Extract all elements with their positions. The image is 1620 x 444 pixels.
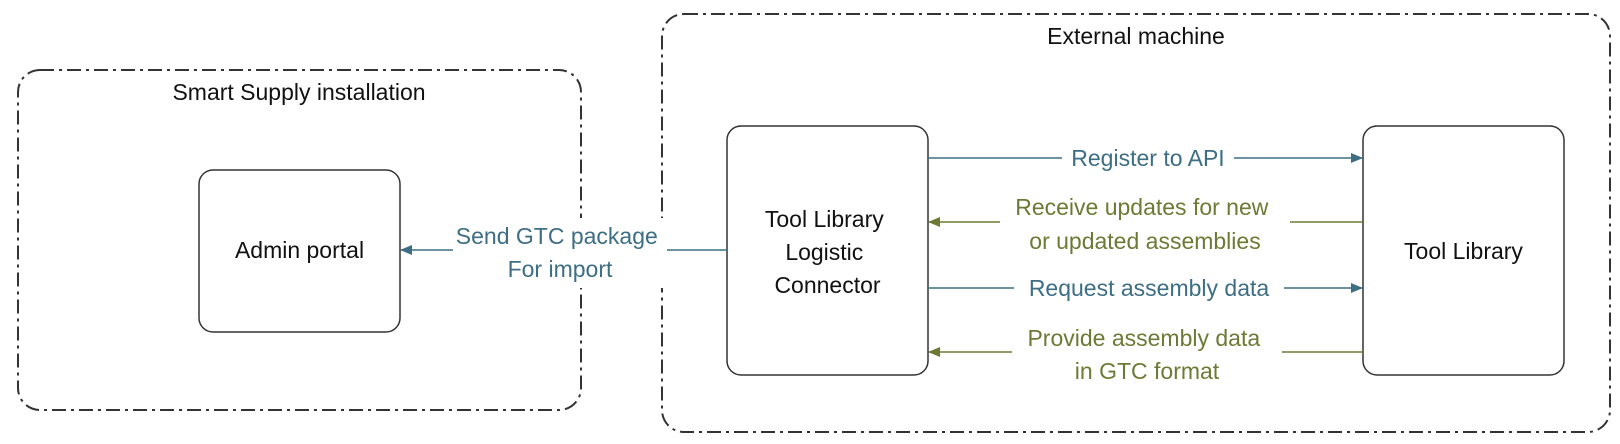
connector-label: Tool Library Logistic Connector (765, 206, 890, 298)
provide-data-label-line-2: in GTC format (1075, 358, 1220, 384)
connector-label-line-2: Logistic (785, 239, 863, 265)
tool-library-box (1362, 125, 1565, 376)
external-machine-group (661, 13, 1611, 433)
provide-data-label-line-1: Provide assembly data (1027, 325, 1260, 351)
admin-portal-label: Admin portal (235, 237, 364, 263)
register-api-label-bg (1062, 144, 1234, 174)
receive-updates-label: Receive updates for new or updated assem… (1015, 194, 1275, 254)
external-machine-group-title: External machine (1047, 23, 1225, 49)
provide-data-label: Provide assembly data in GTC format (1027, 325, 1266, 384)
connector-label-line-3: Connector (774, 272, 880, 298)
register-api-label: Register to API (1071, 145, 1224, 171)
smart-supply-group (17, 69, 582, 411)
tool-library-label: Tool Library (1404, 238, 1523, 264)
request-data-label-bg (1014, 273, 1284, 303)
provide-data-label-bg (1012, 322, 1282, 390)
send-gtc-label-line-2: For import (508, 256, 613, 282)
send-gtc-label-line-1: Send GTC package (456, 223, 658, 249)
receive-updates-label-line-2: or updated assemblies (1029, 228, 1260, 254)
request-data-label: Request assembly data (1029, 275, 1270, 301)
receive-updates-label-bg (1000, 190, 1290, 258)
connector-label-line-1: Tool Library (765, 206, 884, 232)
smart-supply-group-title: Smart Supply installation (172, 79, 425, 105)
receive-updates-label-line-1: Receive updates for new (1015, 194, 1269, 220)
send-gtc-label-bg (453, 218, 667, 288)
send-gtc-label: Send GTC package For import (456, 223, 664, 282)
